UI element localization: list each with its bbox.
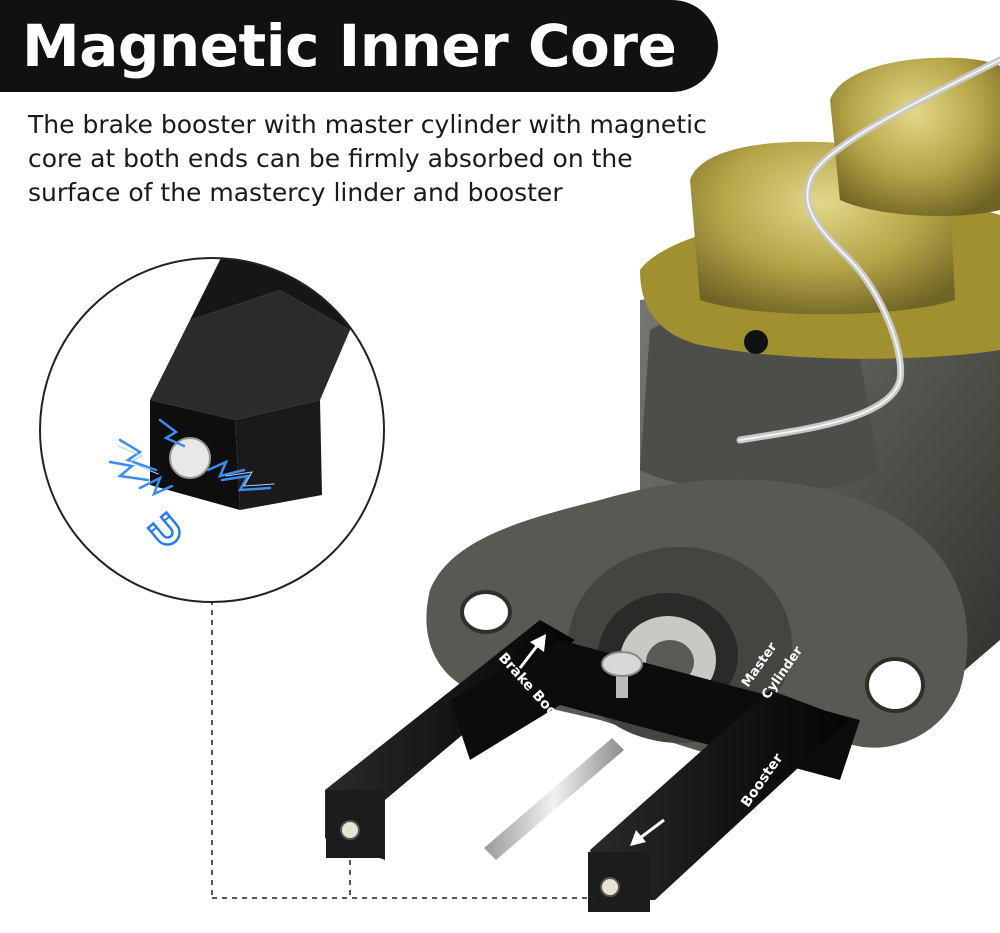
description-line-1: The brake booster with master cylinder w… xyxy=(28,110,707,139)
tool-pin xyxy=(484,738,624,860)
arrow-left-icon xyxy=(630,818,665,846)
thumb-screw-shaft xyxy=(616,672,628,698)
bar-front-face xyxy=(235,400,322,510)
cap-vent xyxy=(744,330,768,354)
cylinder-bore-housing xyxy=(640,313,880,493)
brake-gauge-tool: Brake Booster Master Cylinder Booster xyxy=(325,620,860,912)
arrow-up-icon xyxy=(518,634,546,669)
title-banner: Magnetic Inner Core xyxy=(0,0,718,92)
zoom-inset xyxy=(39,257,385,603)
magnet-core xyxy=(169,437,211,479)
flange-hole-left xyxy=(460,590,512,634)
bar-top-face xyxy=(150,290,350,420)
spark-effects xyxy=(108,418,272,497)
description-line-2: core at both ends can be firmly absorbed… xyxy=(28,144,633,173)
wire-bail-shine xyxy=(739,59,1000,441)
cap-dome-back xyxy=(830,57,1000,216)
tool-arm-right xyxy=(590,690,850,900)
magnet-icon xyxy=(146,510,181,546)
magnet-tip-right xyxy=(600,877,620,897)
page-title: Magnetic Inner Core xyxy=(22,12,677,80)
description: The brake booster with master cylinder w… xyxy=(28,108,768,210)
flange-hole-right xyxy=(865,657,925,713)
spark-glow xyxy=(117,445,275,487)
description-line-3: surface of the mastercy linder and boost… xyxy=(28,178,563,207)
tool-end-right xyxy=(588,852,650,912)
magnet-tip-left xyxy=(340,820,360,840)
thumb-screw-head xyxy=(601,651,643,677)
callout-lines xyxy=(211,600,608,899)
zoom-circle-border xyxy=(39,257,385,603)
reservoir-cap xyxy=(640,56,1000,444)
